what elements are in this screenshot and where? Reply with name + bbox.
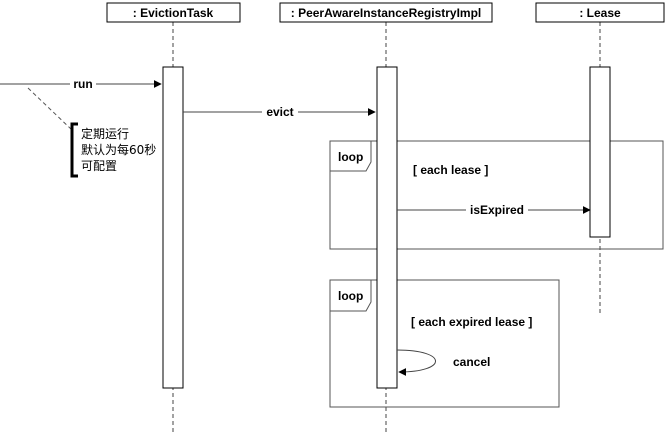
participant-lease[interactable]: : Lease	[535, 2, 665, 23]
note-line-1: 定期运行	[81, 126, 129, 141]
activation-lease	[589, 66, 611, 238]
loop-keyword: loop	[338, 289, 363, 303]
message-run: run	[0, 76, 162, 91]
note-connector	[27, 87, 73, 131]
message-is-expired: isExpired	[397, 202, 591, 217]
message-evict: evict	[183, 104, 376, 119]
participant-registry[interactable]: : PeerAwareInstanceRegistryImpl	[279, 2, 493, 23]
message-is-expired-label: isExpired	[470, 203, 524, 217]
note-bracket	[70, 122, 78, 178]
loop-keyword: loop	[338, 150, 363, 164]
participant-lease-label: : Lease	[579, 6, 621, 20]
loop-tab	[329, 140, 372, 172]
loop-tab	[329, 279, 372, 312]
participant-registry-label: : PeerAwareInstanceRegistryImpl	[291, 6, 482, 20]
participant-eviction-task-label: : EvictionTask	[133, 6, 214, 20]
loop-guard: [ each lease ]	[413, 163, 488, 177]
message-run-label: run	[73, 77, 92, 91]
activation-eviction-task	[162, 66, 184, 389]
message-cancel: cancel	[396, 349, 490, 376]
note-line-2: 默认为每60秒	[81, 142, 156, 157]
note-line-3: 可配置	[81, 159, 117, 173]
loop-guard: [ each expired lease ]	[411, 315, 532, 329]
participant-eviction-task[interactable]: : EvictionTask	[106, 2, 241, 23]
loop-frame-each-lease: loop [ each lease ]	[329, 140, 664, 250]
loop-frame-each-expired-lease: loop [ each expired lease ]	[329, 279, 560, 408]
message-cancel-label: cancel	[453, 355, 490, 369]
activation-registry	[376, 66, 398, 389]
message-evict-label: evict	[266, 105, 293, 119]
note-annotation: 定期运行 默认为每60秒 可配置	[27, 87, 156, 178]
